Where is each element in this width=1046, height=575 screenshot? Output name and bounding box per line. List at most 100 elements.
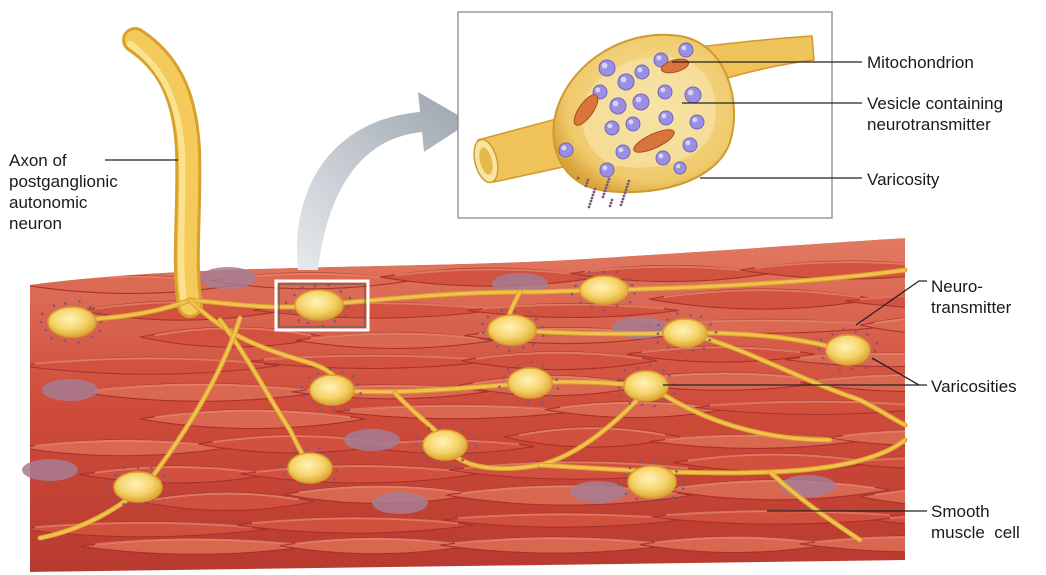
label-smooth-muscle-line2: muscle cell — [931, 522, 1020, 543]
varicosity — [114, 472, 162, 502]
vesicle — [618, 74, 634, 90]
neurotransmitter-dot — [618, 394, 621, 397]
neurotransmitter-dot — [349, 297, 352, 300]
neurotransmitter-dot — [866, 333, 869, 336]
neurotransmitter-dot — [851, 367, 854, 370]
neurotransmitter-dot — [427, 427, 430, 430]
neurotransmitter-dot — [91, 336, 94, 339]
neurotransmitter-dot — [468, 453, 471, 456]
neurotransmitter-dot — [715, 331, 718, 334]
neurotransmitter-dot — [618, 378, 621, 381]
neurotransmitter-dot — [505, 393, 508, 396]
neurotransmitter-dot — [294, 449, 297, 452]
muscle-nucleus — [200, 267, 256, 289]
neurotransmitter-dot — [588, 271, 591, 274]
neurotransmitter-dot — [542, 365, 545, 368]
neurotransmitter-dot — [820, 338, 823, 341]
vesicle-highlight — [602, 165, 607, 170]
neurotransmitter-dot — [40, 321, 43, 324]
neurotransmitter-dot — [838, 369, 841, 372]
neurotransmitter-dot — [100, 321, 103, 324]
neurotransmitter-dot — [854, 330, 857, 333]
neurotransmitter-dot — [542, 334, 545, 337]
neurotransmitter-dot — [53, 304, 56, 307]
released-neurotransmitter-dot — [625, 189, 628, 192]
neurotransmitter-dot — [579, 301, 582, 304]
neurotransmitter-dot — [300, 386, 303, 389]
neurotransmitter-dot — [45, 329, 48, 332]
vesicle — [626, 117, 640, 131]
label-vesicle: Vesicle containing neurotransmitter — [867, 93, 1003, 135]
released-neurotransmitter-dot — [604, 190, 607, 193]
neurotransmitter-dot — [700, 316, 703, 319]
vesicle — [633, 94, 649, 110]
released-neurotransmitter-dot — [588, 206, 591, 209]
vesicle-highlight — [692, 117, 697, 122]
neurotransmitter-dot — [50, 337, 53, 340]
neurotransmitter-dot — [163, 474, 166, 477]
vesicle — [659, 111, 673, 125]
neurotransmitter-dot — [99, 312, 102, 315]
neurotransmitter-dot — [549, 394, 552, 397]
neurotransmitter-dot — [299, 485, 302, 488]
label-axon-line2: postganglionic — [9, 171, 118, 192]
neurotransmitter-dot — [309, 377, 312, 380]
released-neurotransmitter-dot — [592, 194, 595, 197]
neurotransmitter-dot — [425, 460, 428, 463]
neurotransmitter-dot — [628, 277, 631, 280]
neurotransmitter-dot — [311, 401, 314, 404]
neurotransmitter-dot — [332, 408, 335, 411]
neurotransmitter-dot — [527, 401, 530, 404]
neurotransmitter-dot — [162, 499, 165, 502]
neurotransmitter-dot — [487, 316, 490, 319]
inset-panel — [458, 12, 832, 218]
neurotransmitter-dot — [122, 503, 125, 506]
vesicle-highlight — [613, 101, 619, 107]
released-neurotransmitter-dot — [603, 193, 606, 196]
released-neurotransmitter-dot — [605, 187, 608, 190]
varicosity — [580, 276, 628, 304]
neurotransmitter-dot — [438, 425, 441, 428]
neurotransmitter-dot — [352, 375, 355, 378]
neurotransmitter-dot — [416, 435, 419, 438]
released-neurotransmitter-dot — [623, 195, 626, 198]
vesicle-highlight — [637, 67, 642, 72]
released-neurotransmitter-dot — [591, 197, 594, 200]
vesicle-highlight — [656, 55, 661, 60]
neurotransmitter-dot — [167, 490, 170, 493]
vesicle — [605, 121, 619, 135]
neurotransmitter-dot — [689, 314, 692, 317]
label-axon: Axon of postganglionic autonomic neuron — [9, 150, 118, 234]
neurotransmitter-dot — [875, 342, 878, 345]
neurotransmitter-dot — [165, 481, 168, 484]
released-neurotransmitter-dot — [589, 203, 592, 206]
released-neurotransmitter-dot — [594, 188, 597, 191]
muscle-nucleus — [22, 459, 78, 481]
neurotransmitter-dot — [656, 341, 659, 344]
label-neurotransmitter-line1: Neuro- — [931, 276, 1011, 297]
released-neurotransmitter-dot — [593, 191, 596, 194]
released-neurotransmitter-dot — [602, 196, 605, 199]
neurotransmitter-dot — [629, 467, 632, 470]
neurotransmitter-dot — [64, 302, 67, 305]
vesicle — [656, 151, 670, 165]
neurotransmitter-dot — [503, 377, 506, 380]
neurotransmitter-dot — [357, 383, 360, 386]
vesicle-highlight — [681, 45, 686, 50]
neurotransmitter-dot — [667, 346, 670, 349]
neurotransmitter-dot — [692, 349, 695, 352]
released-neurotransmitter-dot — [627, 183, 630, 186]
released-neurotransmitter-dot — [606, 184, 609, 187]
vesicle-highlight — [561, 145, 566, 150]
varicosity — [508, 368, 552, 398]
released-neurotransmitter-dot — [608, 178, 611, 181]
vesicle-highlight — [636, 97, 642, 103]
neurotransmitter-dot — [89, 306, 92, 309]
vesicle — [610, 98, 626, 114]
released-neurotransmitter-dot — [587, 179, 590, 182]
label-mitochondrion: Mitochondrion — [867, 52, 974, 73]
neurotransmitter-dot — [289, 310, 292, 313]
vesicle — [683, 138, 697, 152]
released-neurotransmitter-dot — [590, 200, 593, 203]
neurotransmitter-dot — [507, 368, 510, 371]
